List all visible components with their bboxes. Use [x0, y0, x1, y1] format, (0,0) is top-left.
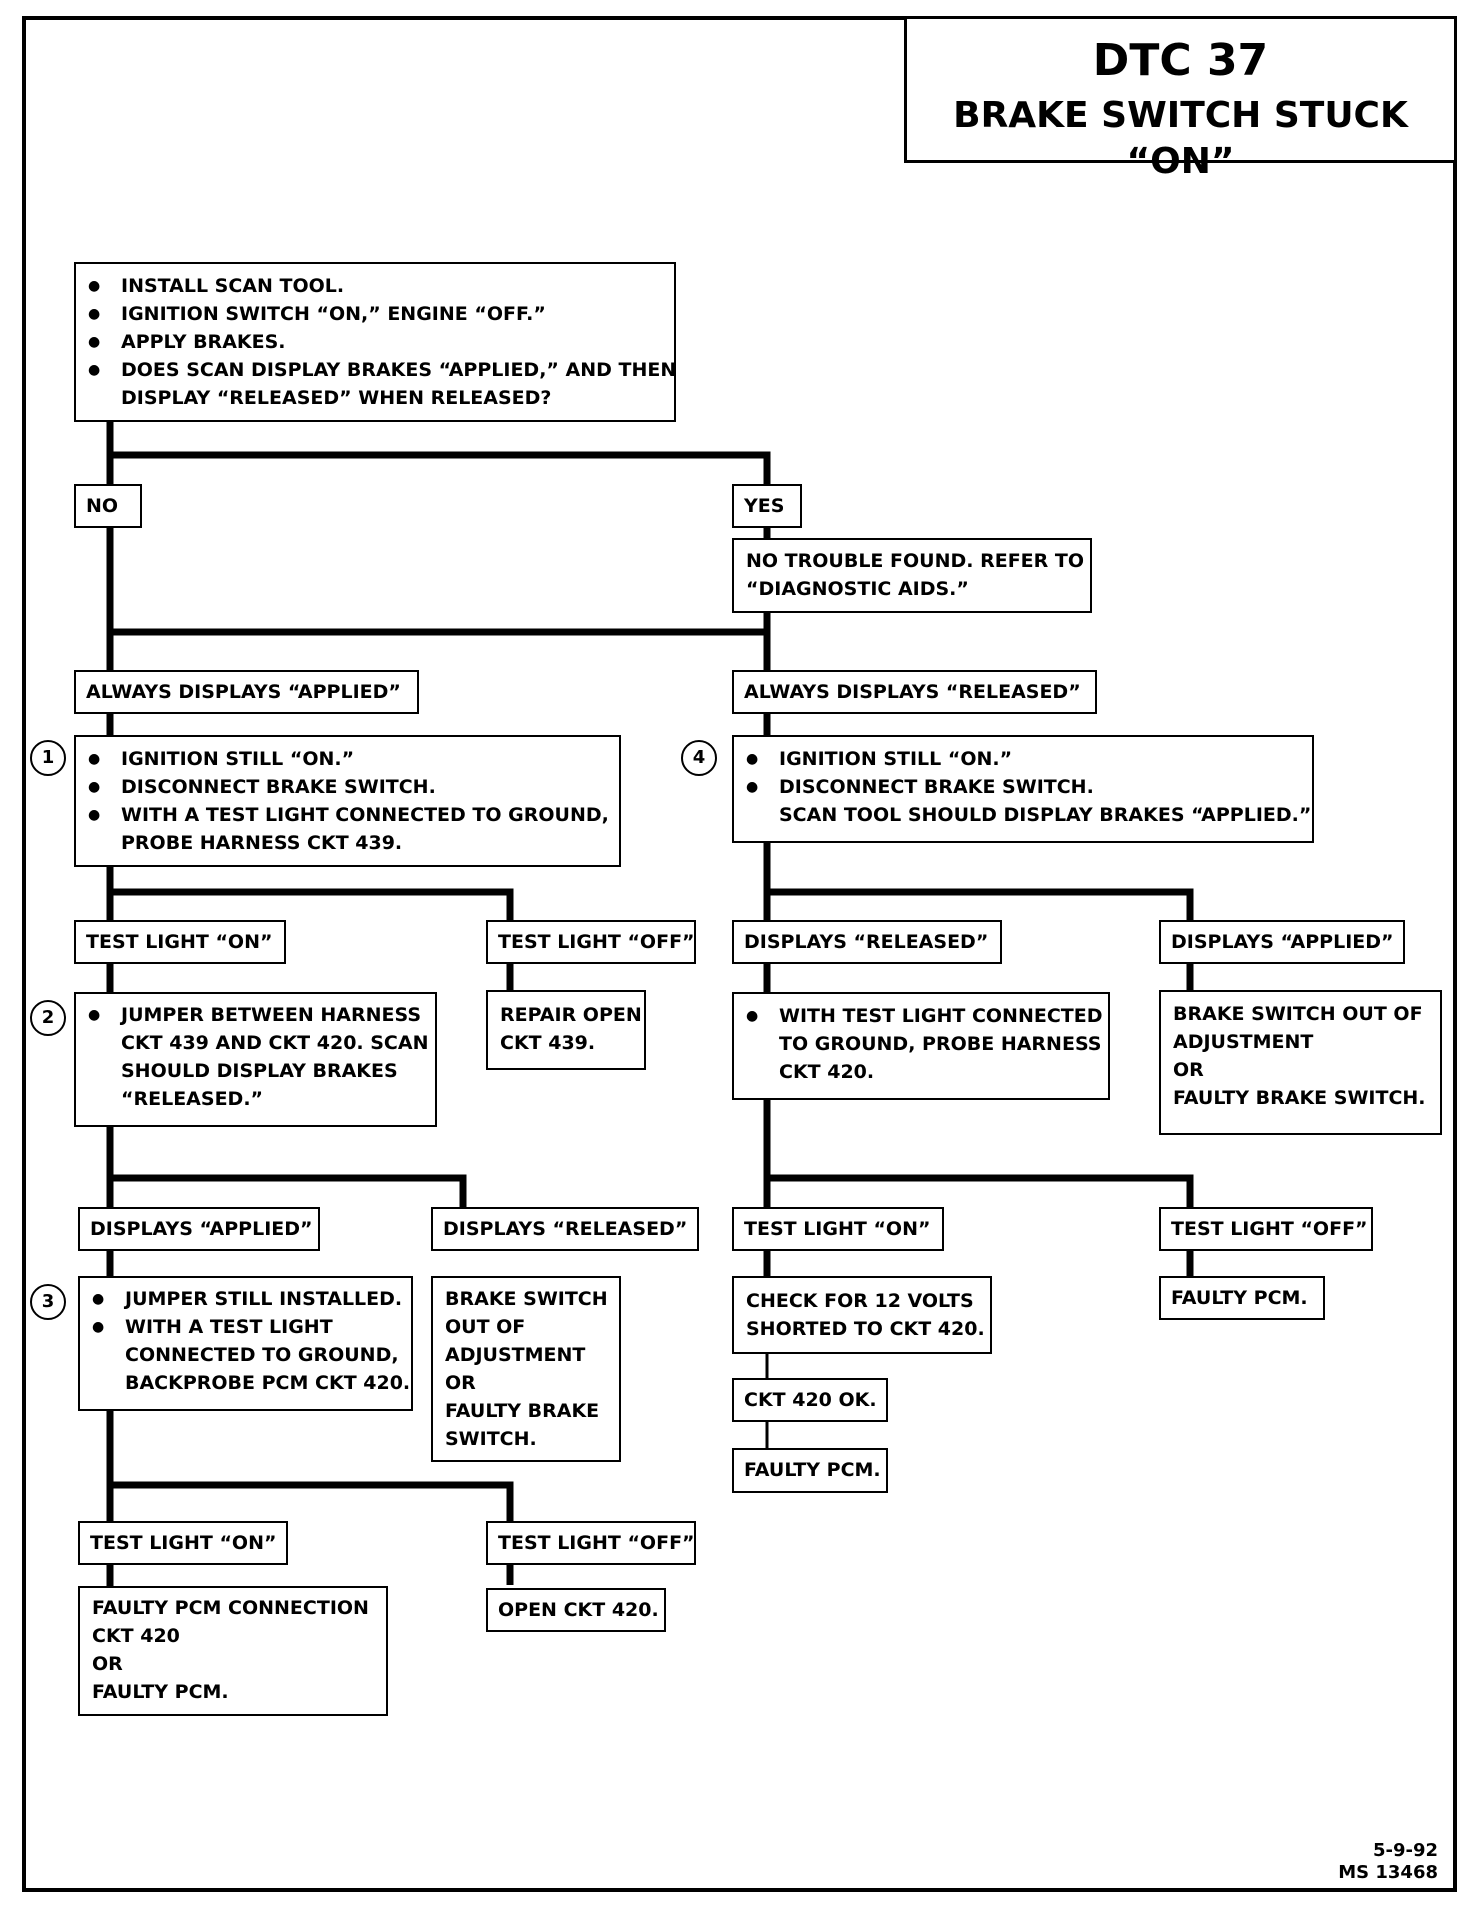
result-line: FAULTY PCM CONNECTION — [92, 1597, 369, 1619]
always-released-label: ALWAYS DISPLAYS “RELEASED” — [732, 670, 1097, 714]
start-step-continued: DISPLAY “RELEASED” WHEN RELEASED? — [121, 387, 552, 409]
footer-date: 5-9-92 — [1372, 1840, 1438, 1861]
start-box: INSTALL SCAN TOOL. IGNITION SWITCH “ON,”… — [74, 262, 676, 422]
step-2-item: JUMPER BETWEEN HARNESS — [88, 1001, 423, 1029]
step-2-item-continued: CKT 439 AND CKT 420. SCAN — [121, 1032, 429, 1054]
result-line: ADJUSTMENT — [445, 1344, 586, 1366]
result-line: FAULTY BRAKE — [445, 1400, 600, 1422]
step-1-item: DISCONNECT BRAKE SWITCH. — [88, 773, 607, 801]
yes-result-line: NO TROUBLE FOUND. REFER TO — [746, 550, 1085, 572]
step-3-item: WITH A TEST LIGHT — [92, 1313, 399, 1341]
result-line: ADJUSTMENT — [1173, 1031, 1314, 1053]
dtc-code: DTC 37 — [1092, 35, 1269, 86]
result-line: BRAKE SWITCH — [445, 1288, 608, 1310]
result-line: BRAKE SWITCH OUT OF — [1173, 1003, 1423, 1025]
result-line: OR — [445, 1372, 476, 1394]
step-4-item: IGNITION STILL “ON.” — [746, 745, 1300, 773]
brake-switch-adjustment-box: BRAKE SWITCH OUT OF ADJUSTMENT OR FAULTY… — [1159, 990, 1442, 1135]
step-3-item-continued: CONNECTED TO GROUND, — [125, 1344, 399, 1366]
start-step: APPLY BRAKES. — [88, 328, 662, 356]
step-4-item-continued: SCAN TOOL SHOULD DISPLAY BRAKES “APPLIED… — [779, 804, 1312, 826]
right-test-light-on-label: TEST LIGHT “ON” — [732, 1207, 944, 1251]
title-box: DTC 37 BRAKE SWITCH STUCK “ON” — [904, 16, 1457, 182]
step-1-marker: 1 — [30, 740, 66, 776]
step-2-displays-released-label: DISPLAYS “RELEASED” — [431, 1207, 699, 1251]
step-3-test-light-off-label: TEST LIGHT “OFF” — [486, 1521, 696, 1565]
open-ckt-420-box: OPEN CKT 420. — [486, 1588, 666, 1632]
dtc-title: BRAKE SWITCH STUCK “ON” — [953, 95, 1408, 182]
step-1-test-light-off-label: TEST LIGHT “OFF” — [486, 920, 696, 964]
probe-step-continued: TO GROUND, PROBE HARNESS — [779, 1033, 1102, 1055]
step-4-displays-applied-label: DISPLAYS “APPLIED” — [1159, 920, 1405, 964]
step-4-marker: 4 — [681, 740, 717, 776]
step-2-box: JUMPER BETWEEN HARNESS CKT 439 AND CKT 4… — [74, 992, 437, 1127]
step-2-item-continued: “RELEASED.” — [121, 1088, 264, 1110]
step-1-item-continued: PROBE HARNESS CKT 439. — [121, 832, 403, 854]
step-4-box: IGNITION STILL “ON.” DISCONNECT BRAKE SW… — [732, 735, 1314, 843]
result-line: CKT 420 — [92, 1625, 180, 1647]
footer-ref: 5-9-92 MS 13468 — [1338, 1840, 1438, 1884]
start-step: INSTALL SCAN TOOL. — [88, 272, 662, 300]
faulty-pcm-result-box: FAULTY PCM. — [1159, 1276, 1325, 1320]
ckt-420-ok-box: CKT 420 OK. — [732, 1378, 888, 1422]
step-3-box: JUMPER STILL INSTALLED. WITH A TEST LIGH… — [78, 1276, 413, 1411]
step-3-item-continued: BACKPROBE PCM CKT 420. — [125, 1372, 411, 1394]
step-1-box: IGNITION STILL “ON.” DISCONNECT BRAKE SW… — [74, 735, 621, 867]
step-2-displays-applied-label: DISPLAYS “APPLIED” — [78, 1207, 320, 1251]
yes-label: YES — [732, 484, 802, 528]
step-2-item-continued: SHOULD DISPLAY BRAKES — [121, 1060, 398, 1082]
step-3-item: JUMPER STILL INSTALLED. — [92, 1285, 402, 1313]
repair-open-ckt-439-box: REPAIR OPEN CKT 439. — [486, 990, 646, 1070]
result-line: OR — [1173, 1059, 1204, 1081]
start-step: IGNITION SWITCH “ON,” ENGINE “OFF.” — [88, 300, 662, 328]
check-line: SHORTED TO CKT 420. — [746, 1318, 985, 1340]
step-1-item: WITH A TEST LIGHT CONNECTED TO GROUND, — [88, 801, 609, 829]
page-frame — [22, 16, 1457, 1892]
brake-switch-out-of-adjustment-box: BRAKE SWITCH OUT OF ADJUSTMENT OR FAULTY… — [431, 1276, 621, 1462]
start-step: DOES SCAN DISPLAY BRAKES “APPLIED,” AND … — [88, 356, 676, 384]
faulty-pcm-box: FAULTY PCM. — [732, 1448, 888, 1493]
faulty-pcm-connection-box: FAULTY PCM CONNECTION CKT 420 OR FAULTY … — [78, 1586, 388, 1716]
no-trouble-found-box: NO TROUBLE FOUND. REFER TO “DIAGNOSTIC A… — [732, 538, 1092, 613]
result-line: REPAIR OPEN — [500, 1004, 642, 1026]
result-line: CKT 439. — [500, 1032, 596, 1054]
no-label: NO — [74, 484, 142, 528]
result-line: FAULTY PCM. — [92, 1681, 229, 1703]
step-3-test-light-on-label: TEST LIGHT “ON” — [78, 1521, 288, 1565]
right-test-light-off-label: TEST LIGHT “OFF” — [1159, 1207, 1373, 1251]
step-1-item: IGNITION STILL “ON.” — [88, 745, 607, 773]
step-3-marker: 3 — [30, 1284, 66, 1320]
step-4-item: DISCONNECT BRAKE SWITCH. — [746, 773, 1300, 801]
always-applied-label: ALWAYS DISPLAYS “APPLIED” — [74, 670, 419, 714]
step-4-displays-released-label: DISPLAYS “RELEASED” — [732, 920, 1002, 964]
probe-ckt-420-box: WITH TEST LIGHT CONNECTED TO GROUND, PRO… — [732, 992, 1110, 1100]
result-line: SWITCH. — [445, 1428, 537, 1450]
probe-step: WITH TEST LIGHT CONNECTED — [746, 1002, 1102, 1030]
result-line: OR — [92, 1653, 123, 1675]
step-2-marker: 2 — [30, 1000, 66, 1036]
check-12-volts-box: CHECK FOR 12 VOLTS SHORTED TO CKT 420. — [732, 1276, 992, 1354]
yes-result-line: “DIAGNOSTIC AIDS.” — [746, 578, 969, 600]
result-line: OUT OF — [445, 1316, 526, 1338]
step-1-test-light-on-label: TEST LIGHT “ON” — [74, 920, 286, 964]
footer-ms-number: MS 13468 — [1338, 1862, 1438, 1883]
check-line: CHECK FOR 12 VOLTS — [746, 1290, 974, 1312]
probe-step-continued: CKT 420. — [779, 1061, 875, 1083]
result-line: FAULTY BRAKE SWITCH. — [1173, 1087, 1426, 1109]
